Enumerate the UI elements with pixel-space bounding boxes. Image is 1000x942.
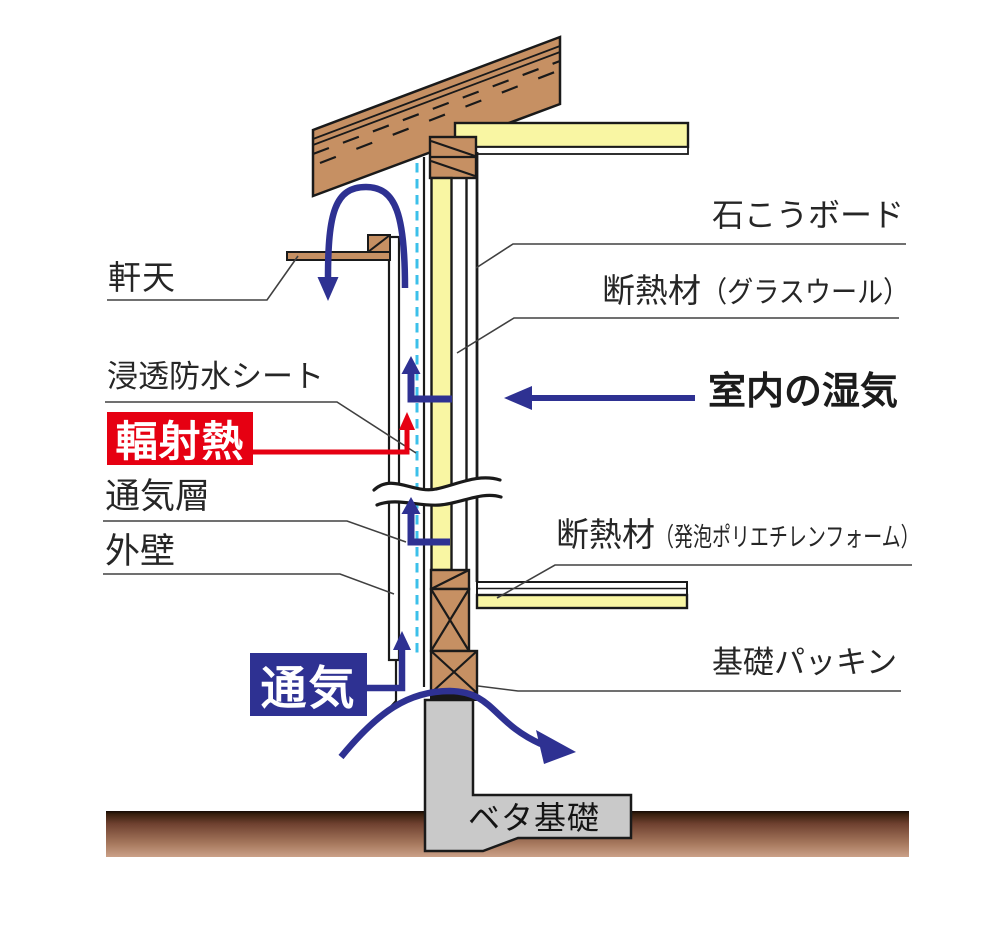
leader-exterior-wall xyxy=(103,573,395,595)
label-insulation-glasswool-paren: （グラスウール） xyxy=(701,277,910,309)
label-foundation-packing: 基礎パッキン xyxy=(712,645,898,680)
roof-panel xyxy=(311,35,562,198)
floor-foam-insulation xyxy=(475,593,689,610)
ventilation-intake-arrow xyxy=(367,631,411,692)
leader-waterproof-sheet xyxy=(105,401,417,454)
foundation-packing-strip xyxy=(430,692,477,701)
exterior-wall-panel xyxy=(387,235,401,662)
label-insulation-foam-paren: （発泡ポリエチレンフォーム） xyxy=(655,522,920,552)
eave-soffit-block xyxy=(367,234,391,253)
leader-foundation-packing xyxy=(477,685,901,692)
label-indoor-moisture: 室内の湿気 xyxy=(708,371,899,413)
eave-exhaust-arrow xyxy=(317,183,409,301)
label-insulation-foam-main: 断熱材 xyxy=(556,516,655,553)
underfloor-airflow-arrow xyxy=(338,687,576,764)
roof-dash-row xyxy=(319,68,561,165)
label-gypsum-board: 石こうボード xyxy=(712,197,905,233)
ventilation-badge: 通気 xyxy=(250,653,367,716)
wall-vent-up-arrow-upper xyxy=(401,356,452,403)
label-insulation-glasswool-main: 断熱材 xyxy=(602,272,701,309)
leader-foam-insulation xyxy=(496,564,912,599)
label-exterior-wall: 外壁 xyxy=(105,532,176,571)
label-waterproof-sheet: 浸透防水シート xyxy=(107,359,324,394)
label-eave: 軒天 xyxy=(108,259,176,296)
glasswool-column xyxy=(430,176,453,572)
leader-eave xyxy=(107,255,299,301)
roof-layer-line xyxy=(312,45,561,140)
slab-foundation-shape xyxy=(423,698,633,853)
roof-dash-row xyxy=(312,59,561,156)
leader-glasswool xyxy=(456,317,899,354)
leader-gypsum-board xyxy=(475,243,906,269)
radiant-heat-badge: 輻射熱 xyxy=(107,412,253,465)
leader-lines xyxy=(103,243,912,692)
wall-vent-up-arrow-lower xyxy=(401,497,450,546)
leader-ventilation-layer xyxy=(103,520,407,543)
wall-top-beam xyxy=(428,135,478,180)
label-insulation-glasswool: 断熱材（グラスウール） xyxy=(602,272,932,309)
eave-soffit-board xyxy=(286,251,391,261)
indoor-moisture-arrow xyxy=(504,386,695,410)
section-break-lines xyxy=(372,476,503,507)
sill-block xyxy=(429,649,479,695)
label-slab-foundation: ベタ基礎 xyxy=(468,800,601,836)
sill-block xyxy=(429,587,471,653)
roof-layer-line xyxy=(312,51,561,146)
ceiling-board xyxy=(454,146,689,155)
radiant-heat-arrow xyxy=(253,412,415,455)
sill-block xyxy=(429,568,471,591)
label-insulation-foam: 断熱材（発泡ポリエチレンフォーム） xyxy=(556,516,1000,553)
label-ventilation-layer: 通気層 xyxy=(105,477,211,516)
ceiling-insulation-strip xyxy=(453,121,690,149)
